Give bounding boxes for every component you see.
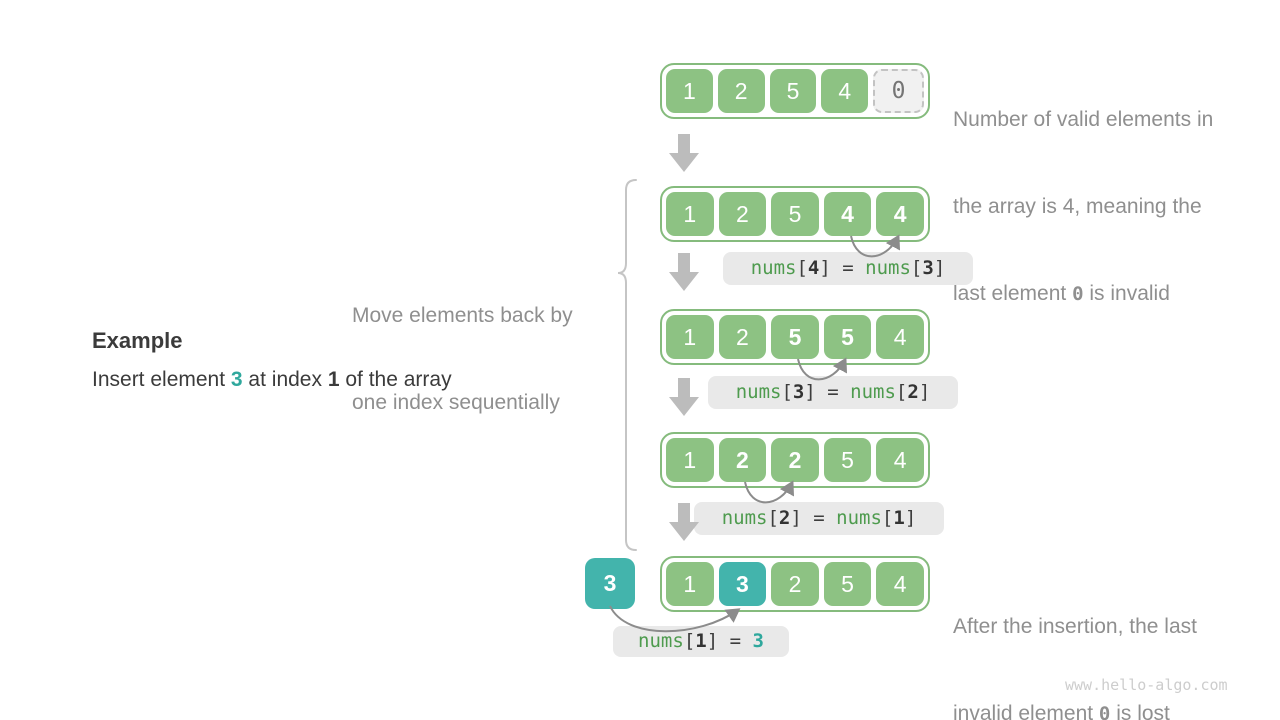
array-step-0: 1 2 5 4 0 bbox=[660, 63, 930, 119]
note-move: Move elements back by one index sequenti… bbox=[352, 243, 573, 475]
array-cell-source: 2 bbox=[718, 438, 767, 482]
array-cell: 2 bbox=[718, 192, 767, 236]
note-top: Number of valid elements in the array is… bbox=[953, 47, 1213, 367]
note-move-line1: Move elements back by bbox=[352, 304, 573, 327]
assignment-label-4: nums[1] = 3 bbox=[613, 626, 789, 657]
desc-insert-value: 3 bbox=[230, 368, 243, 391]
note-top-line3: last element 0 is invalid bbox=[953, 282, 1170, 305]
curved-arrow-icon bbox=[744, 480, 795, 504]
invalid-cell: 0 bbox=[873, 69, 924, 113]
array-cell: 4 bbox=[821, 69, 869, 113]
note-top-line2: the array is 4, meaning the bbox=[953, 195, 1202, 218]
array-step-3: 1 2 2 5 4 bbox=[660, 432, 930, 488]
array-cell: 2 bbox=[717, 69, 765, 113]
example-description: Insert element 3 at index 1 of the array bbox=[92, 368, 452, 392]
array-step-4: 1 3 2 5 4 bbox=[660, 556, 930, 612]
desc-text: of the array bbox=[339, 368, 452, 391]
invalid-zero: 0 bbox=[1072, 283, 1084, 305]
note-bottom: After the insertion, the last invalid el… bbox=[953, 554, 1197, 720]
desc-text: at index bbox=[242, 368, 328, 391]
curved-arrow-icon bbox=[797, 357, 848, 381]
array-step-2: 1 2 5 5 4 bbox=[660, 309, 930, 365]
inserted-cell: 3 bbox=[718, 562, 767, 606]
assignment-label-1: nums[4] = nums[3] bbox=[723, 252, 973, 285]
assignment-label-3: nums[2] = nums[1] bbox=[694, 502, 944, 535]
array-cell: 4 bbox=[876, 562, 924, 606]
array-cell: 1 bbox=[666, 315, 714, 359]
array-cell-source: 5 bbox=[771, 315, 819, 359]
array-cell: 4 bbox=[876, 315, 924, 359]
note-move-line2: one index sequentially bbox=[352, 391, 560, 414]
note-bottom-line2: invalid element 0 is lost bbox=[953, 699, 1197, 720]
down-arrow-icon bbox=[669, 253, 699, 291]
assignment-label-2: nums[3] = nums[2] bbox=[708, 376, 958, 409]
watermark: www.hello-algo.com bbox=[1065, 676, 1228, 694]
array-cell: 2 bbox=[718, 315, 767, 359]
array-cell: 1 bbox=[666, 438, 714, 482]
down-arrow-icon bbox=[669, 134, 699, 172]
example-title: Example bbox=[92, 328, 183, 353]
array-cell-moved: 2 bbox=[771, 438, 819, 482]
note-bottom-line1: After the insertion, the last bbox=[953, 615, 1197, 638]
desc-insert-index: 1 bbox=[327, 368, 340, 391]
array-cell: 5 bbox=[823, 438, 872, 482]
array-cell-source: 4 bbox=[823, 192, 872, 236]
array-cell: 1 bbox=[666, 562, 714, 606]
array-cell-moved: 5 bbox=[823, 315, 872, 359]
array-cell: 5 bbox=[823, 562, 872, 606]
array-cell: 2 bbox=[771, 562, 819, 606]
invalid-zero: 0 bbox=[1098, 703, 1111, 720]
inserted-element: 3 bbox=[585, 558, 635, 609]
curved-arrow-icon bbox=[850, 234, 901, 258]
array-cell: 1 bbox=[666, 69, 713, 113]
note-top-line1: Number of valid elements in bbox=[953, 108, 1214, 131]
brace-icon bbox=[617, 179, 637, 551]
array-cell: 1 bbox=[666, 192, 714, 236]
array-cell: 4 bbox=[876, 438, 924, 482]
array-cell: 5 bbox=[771, 192, 819, 236]
down-arrow-icon bbox=[669, 378, 699, 416]
array-cell-moved: 4 bbox=[876, 192, 924, 236]
down-arrow-icon bbox=[669, 503, 699, 541]
array-cell: 5 bbox=[769, 69, 817, 113]
desc-text: Insert element bbox=[92, 368, 231, 391]
insert-arrow-icon bbox=[609, 605, 741, 633]
array-step-1: 1 2 5 4 4 bbox=[660, 186, 930, 242]
